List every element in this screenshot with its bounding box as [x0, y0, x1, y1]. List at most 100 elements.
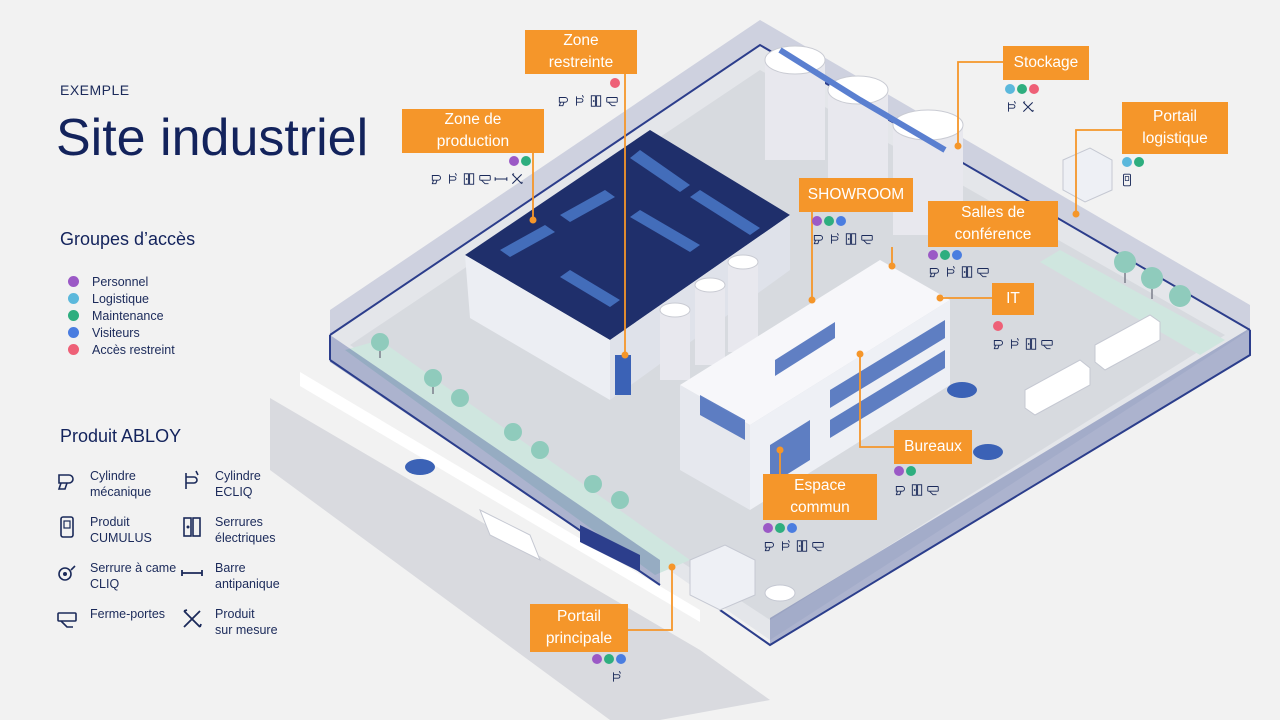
zone-production-callout: Zone de production	[402, 109, 544, 153]
ecliq-cylinder-icon	[576, 94, 584, 106]
page-title: Site industriel	[56, 109, 369, 167]
product-legend-item: Serrure à came CLIQ	[55, 560, 185, 592]
electric-lock-icon	[183, 517, 201, 537]
mechanical-cylinder-icon	[431, 175, 441, 185]
door-closer-icon	[57, 612, 77, 628]
panic-bar-icon	[494, 177, 508, 181]
product-legend-label: Ferme-portes	[90, 607, 166, 621]
group-dot	[894, 466, 904, 476]
cumulus-icon	[1123, 173, 1131, 187]
cumulus-icon	[60, 516, 74, 538]
product-legend-item: Produit CUMULUS	[55, 514, 185, 546]
electric-lock-icon	[463, 173, 475, 185]
group-dot	[521, 156, 531, 166]
cam-lock-icon	[58, 565, 76, 581]
group-dot	[993, 321, 1003, 331]
group-color-dot	[68, 276, 79, 287]
group-color-dot	[68, 327, 79, 338]
product-legend-item: Barre antipanique	[180, 560, 310, 592]
product-legend-item: Cylindre mécanique	[55, 468, 185, 500]
group-dot	[1005, 84, 1015, 94]
group-color-dot	[68, 293, 79, 304]
ecliq-cylinder-icon	[782, 539, 790, 551]
custom-product-icon	[1022, 101, 1034, 113]
showroom-callout: SHOWROOM	[799, 178, 913, 212]
portail-logistique-product-icons	[1120, 173, 1134, 187]
product-legend-label: Serrure à came CLIQ	[90, 561, 177, 591]
electric-lock-icon	[590, 95, 602, 107]
zone-restreinte-callout: Zone restreinte	[525, 30, 637, 74]
product-legend-item: Serrures électriques	[180, 514, 310, 546]
portail-logistique-callout: Portail logistique	[1122, 102, 1228, 154]
group-color-dot	[68, 344, 79, 355]
group-dot	[952, 250, 962, 260]
custom-product-icon	[183, 609, 202, 628]
group-legend-item: Personnel	[68, 273, 175, 290]
group-dot	[836, 216, 846, 226]
group-dot	[509, 156, 519, 166]
mechanical-cylinder-icon	[813, 235, 823, 245]
group-color-dot	[68, 310, 79, 321]
portail-principal-product-icons	[610, 670, 624, 684]
mechanical-cylinder-icon	[764, 542, 774, 552]
ecliq-cylinder-icon	[185, 470, 199, 489]
ecliq-cylinder-icon	[1008, 100, 1016, 112]
door-closer-icon	[479, 175, 491, 185]
product-legend-label: Cylindre ECLIQ	[215, 469, 261, 499]
group-dot	[616, 654, 626, 664]
eyebrow-label: EXEMPLE	[60, 82, 130, 98]
ecliq-cylinder-icon	[1011, 337, 1019, 349]
zone-restreinte-product-icons	[557, 94, 619, 108]
portail-principal-group-dots	[592, 654, 626, 664]
group-dot	[1122, 157, 1132, 167]
portail-logistique-group-dots	[1122, 157, 1144, 167]
door-closer-icon	[977, 268, 989, 278]
group-dot	[1017, 84, 1027, 94]
product-legend-label: Barre antipanique	[215, 561, 280, 591]
group-legend-item: Logistique	[68, 290, 175, 307]
group-dot	[610, 78, 620, 88]
group-dot	[787, 523, 797, 533]
it-callout: IT	[992, 283, 1034, 315]
electric-lock-icon	[1025, 338, 1037, 350]
bureaux-callout: Bureaux	[894, 430, 972, 464]
door-closer-icon	[1041, 340, 1053, 350]
espace-commun-product-icons	[763, 539, 825, 553]
it-product-icons	[992, 337, 1054, 351]
product-legend-label: Serrures électriques	[215, 515, 276, 545]
espace-commun-callout: Espace commun	[763, 474, 877, 520]
group-dot	[812, 216, 822, 226]
group-dot	[940, 250, 950, 260]
zone-production-group-dots	[509, 156, 531, 166]
showroom-group-dots	[812, 216, 846, 226]
product-legend-item: Cylindre ECLIQ	[180, 468, 310, 500]
zone-production-product-icons	[430, 172, 524, 186]
door-closer-icon	[812, 542, 824, 552]
it-group-dots	[993, 321, 1003, 331]
group-dot	[906, 466, 916, 476]
group-dot	[1029, 84, 1039, 94]
mechanical-cylinder-icon	[993, 340, 1003, 350]
electric-lock-icon	[845, 233, 857, 245]
salles-conference-callout: Salles de conférence	[928, 201, 1058, 247]
group-dot	[928, 250, 938, 260]
bureaux-group-dots	[894, 466, 916, 476]
door-closer-icon	[861, 235, 873, 245]
showroom-product-icons	[812, 232, 874, 246]
portail-principal-callout: Portail principale	[530, 604, 628, 652]
stockage-group-dots	[1005, 84, 1039, 94]
ecliq-cylinder-icon	[449, 172, 457, 184]
ecliq-cylinder-icon	[831, 232, 839, 244]
groups-legend-title: Groupes d’accès	[60, 229, 196, 249]
stockage-product-icons	[1005, 100, 1035, 114]
group-legend-item: Accès restreint	[68, 341, 175, 358]
group-legend-item: Visiteurs	[68, 324, 175, 341]
door-closer-icon	[927, 486, 939, 496]
groups-legend: Personnel Logistique Maintenance Visiteu…	[68, 273, 175, 358]
salles-conference-group-dots	[928, 250, 962, 260]
stockage-callout: Stockage	[1003, 46, 1089, 80]
espace-commun-group-dots	[763, 523, 797, 533]
group-dot	[775, 523, 785, 533]
